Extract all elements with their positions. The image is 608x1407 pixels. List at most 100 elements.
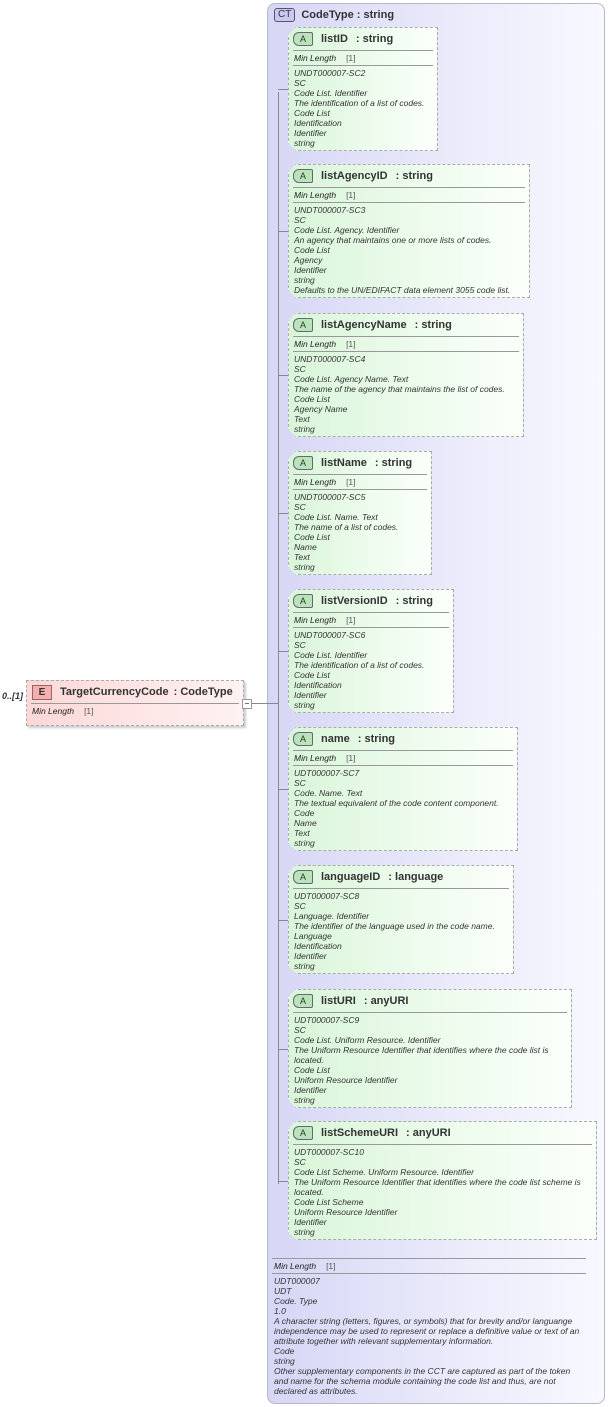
annotation-line: Code List. Agency Name. Text: [294, 374, 409, 384]
annotation-line: UNDT000007-SC6: [294, 630, 366, 640]
element-icon: E: [32, 684, 52, 700]
attribute-name: listID: [321, 33, 348, 45]
attribute-type: : string: [355, 33, 394, 45]
annotation-line: UNDT000007-SC2: [294, 68, 366, 78]
complex-type-title: CodeType : string: [301, 9, 395, 21]
annotation-line: SC: [294, 1157, 306, 1167]
annotation-line: SC: [294, 364, 306, 374]
tree-trunk: [278, 92, 279, 1184]
annotation-line: Name: [294, 542, 317, 552]
annotation-line: UDT: [274, 1286, 292, 1296]
tree-branch: [278, 789, 288, 790]
collapse-toggle[interactable]: −: [242, 699, 252, 709]
annotation-line: Agency Name: [294, 404, 348, 414]
annotation-line: Language. Identifier: [294, 911, 370, 921]
annotation-line: string: [294, 838, 315, 848]
annotation-line: Code List. Uniform Resource. Identifier: [294, 1035, 441, 1045]
annotation-line: Code List Scheme: [294, 1197, 364, 1207]
annotation-line: Code List: [294, 394, 330, 404]
annotation-line: UDT000007-SC7: [294, 768, 360, 778]
attribute-icon: A: [293, 32, 313, 46]
annotation-line: Name: [294, 818, 317, 828]
annotation-line: UNDT000007-SC5: [294, 492, 366, 502]
tree-branch: [278, 513, 288, 514]
annotation-line: UDT000007: [274, 1276, 320, 1286]
annotation-line: An agency that maintains one or more lis…: [294, 235, 492, 245]
attribute-icon: A: [293, 732, 313, 746]
element-name: TargetCurrencyCode: [60, 686, 169, 698]
tree-branch: [278, 651, 288, 652]
annotation-line: SC: [294, 502, 306, 512]
attribute-icon: A: [293, 870, 313, 884]
annotation-line: Uniform Resource Identifier: [294, 1207, 398, 1217]
annotation-line: Text: [294, 414, 310, 424]
attribute-name: listSchemeURI: [321, 1127, 399, 1139]
annotation-line: Language: [294, 931, 332, 941]
annotation-line: Identification: [294, 680, 342, 690]
annotation-line: Code List. Agency. Identifier: [294, 225, 400, 235]
annotation-line: Uniform Resource Identifier: [294, 1075, 398, 1085]
annotation-line: The identification of a list of codes.: [294, 98, 425, 108]
annotation-line: SC: [294, 901, 306, 911]
annotation-line: Other supplementary components in the CC…: [274, 1366, 573, 1396]
annotation-line: Identifier: [294, 690, 327, 700]
attribute-icon: A: [293, 994, 313, 1008]
complex-type-header: CT CodeType : string: [274, 8, 394, 22]
annotation-line: Code List: [294, 245, 330, 255]
attribute-type: : language: [388, 871, 444, 883]
annotation-line: string: [294, 1227, 315, 1237]
attribute-type: : string: [395, 170, 433, 182]
annotation-line: Identification: [294, 941, 342, 951]
element-targetcurrencycode[interactable]: E TargetCurrencyCode : CodeType Min Leng…: [26, 680, 252, 726]
annotation-line: string: [294, 275, 315, 285]
attribute-name: listURI: [321, 995, 356, 1007]
attribute-type: : anyURI: [363, 995, 409, 1007]
attribute-icon: A: [293, 318, 313, 332]
annotation-line: Identifier: [294, 1217, 327, 1227]
annotation-line: The identifier of the language used in t…: [294, 921, 495, 931]
annotation-line: SC: [294, 1025, 306, 1035]
cardinality: 0..[1]: [2, 691, 24, 701]
annotation-line: The Uniform Resource Identifier that ide…: [294, 1045, 552, 1065]
annotation-line: string: [294, 700, 315, 710]
annotation-line: The name of the agency that maintains th…: [294, 384, 505, 394]
annotation-line: Code. Name. Text: [294, 788, 363, 798]
annotation-line: UDT000007-SC9: [294, 1015, 360, 1025]
annotation-line: string: [294, 138, 315, 148]
annotation-line: Code: [274, 1346, 295, 1356]
attribute-facet: Min Length[1]: [294, 53, 356, 63]
annotation-line: UDT000007-SC8: [294, 891, 360, 901]
attribute-name: languageID: [321, 871, 381, 883]
attribute-name: name: [321, 733, 350, 745]
complex-type-icon: CT: [274, 8, 296, 22]
attribute-name: listName: [321, 457, 367, 469]
annotation-line: The Uniform Resource Identifier that ide…: [294, 1177, 584, 1197]
element-facet: Min Length[1]: [32, 706, 94, 716]
element-type: : CodeType: [173, 686, 233, 698]
annotation-line: The identification of a list of codes.: [294, 660, 425, 670]
attribute-name: listVersionID: [321, 595, 388, 607]
annotation-line: The textual equivalent of the code conte…: [294, 798, 499, 808]
tree-branch: [278, 89, 288, 90]
attribute-type: : string: [357, 733, 396, 745]
annotation-line: Code: [294, 808, 315, 818]
annotation-line: Text: [294, 552, 310, 562]
annotation-line: SC: [294, 215, 306, 225]
annotation-line: Code List: [294, 1065, 330, 1075]
attribute-facet: Min Length[1]: [294, 339, 356, 349]
